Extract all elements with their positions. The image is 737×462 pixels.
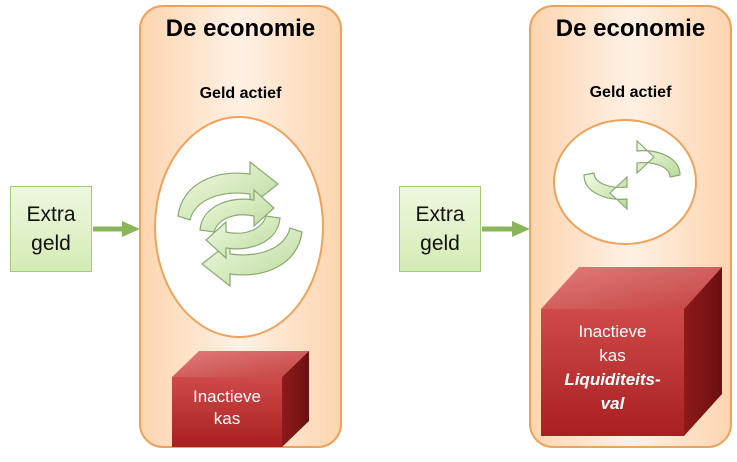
circular-arrows-icon: [583, 139, 681, 211]
economy-title: De economie: [555, 15, 706, 42]
circular-arrows-icon: [177, 160, 303, 288]
right-arrow-icon: [93, 221, 140, 237]
inactive-cash-line: kas: [599, 346, 626, 365]
extra-money-label: Extra geld: [415, 203, 465, 255]
liquidity-trap-label: Liquiditeits- val: [564, 370, 661, 413]
economy-title: De economie: [165, 15, 316, 42]
extra-money-label: Extra geld: [26, 203, 76, 255]
economy-panel-left: De economie Geld actief: [139, 5, 342, 448]
extra-money-box-right: Extra geld: [399, 186, 481, 272]
inactive-cash-label: Inactieve kas: [172, 386, 282, 430]
active-money-label: Geld actief: [199, 85, 282, 102]
inactive-cash-line: kas: [213, 409, 241, 428]
inactive-cash-line: Inactieve: [578, 322, 647, 341]
inactive-cash-cube: [172, 351, 309, 447]
inactive-cash-cube: [541, 267, 722, 436]
inactive-cash-line: Inactieve: [192, 387, 262, 406]
right-arrow-icon: [482, 221, 530, 237]
active-money-circle: [154, 116, 324, 338]
active-money-label: Geld actief: [589, 84, 672, 101]
inactive-cash-label: Inactieve kas Liquiditeits- val: [541, 320, 684, 416]
extra-money-box-left: Extra geld: [10, 186, 92, 272]
